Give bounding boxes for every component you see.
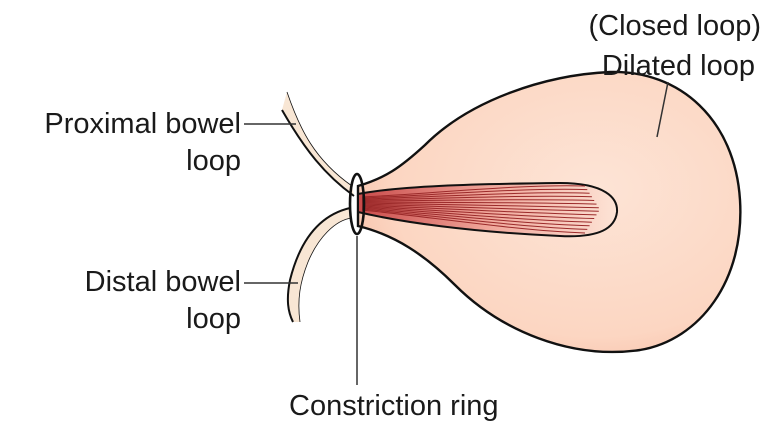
constriction-ring-label: Constriction ring xyxy=(289,392,499,421)
distal-bowel-loop xyxy=(288,208,352,322)
dilated-loop-label: Dilated loop xyxy=(602,52,755,81)
proximal-bowel-label-line2: loop xyxy=(186,147,241,176)
closed-loop-label: (Closed loop) xyxy=(589,12,761,41)
distal-bowel-label-line2: loop xyxy=(186,305,241,334)
proximal-bowel-label-line1: Proximal bowel xyxy=(44,110,241,139)
distal-bowel-outline-inner xyxy=(299,218,352,322)
proximal-bowel-outline-inner xyxy=(287,92,352,186)
distal-bowel-label-line1: Distal bowel xyxy=(85,268,241,297)
